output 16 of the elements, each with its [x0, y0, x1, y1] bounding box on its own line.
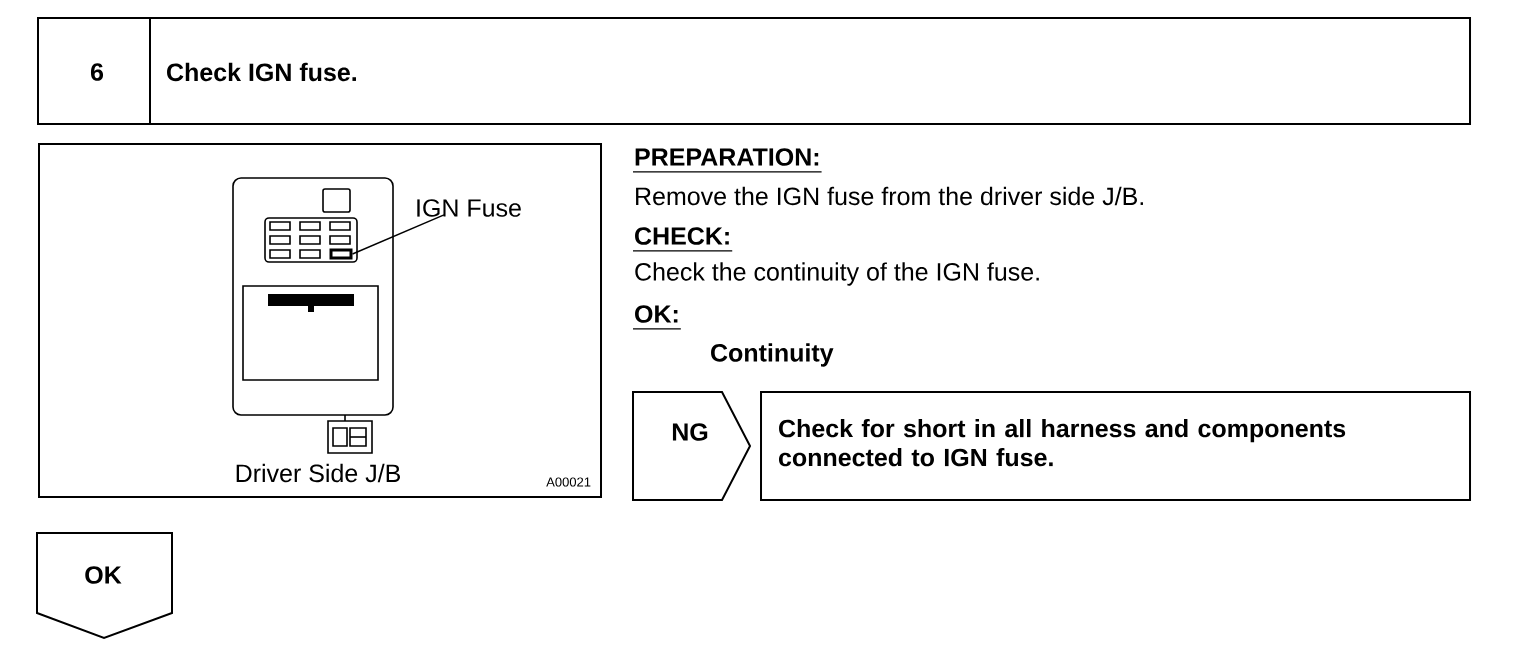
callout-label: IGN Fuse [417, 199, 521, 217]
instruction-text: Check the continuity of the IGN fuse. [635, 262, 1039, 286]
expected-result: Continuity [711, 343, 834, 367]
step-number: 6 [90, 63, 104, 81]
instruction-text: Remove the IGN fuse from the driver side J/B. [636, 186, 1143, 206]
section-heading: OK: [632, 305, 682, 330]
title: Check IGN fuse. [167, 62, 356, 82]
section-heading: PREPARATION: [632, 148, 823, 173]
leader-line [351, 214, 445, 255]
figure-caption: Driver Side J/B [236, 463, 400, 483]
section-heading: CHECK: [632, 227, 733, 252]
figure-code: A00021 [546, 477, 591, 487]
result-tag: OK [36, 532, 173, 640]
result-tag: NG [632, 391, 752, 501]
fuse [329, 248, 353, 260]
action-box: Check for short in all harness and components connected to IGN fuse. [760, 391, 1471, 501]
